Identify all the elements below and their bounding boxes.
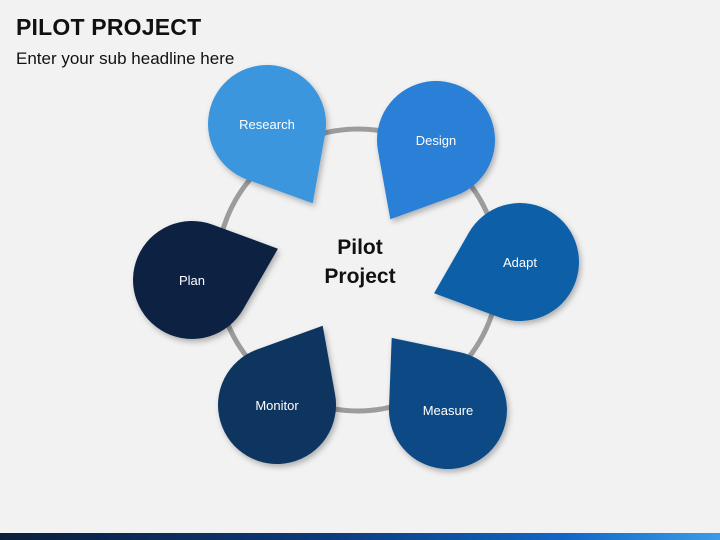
stage-petal-shape xyxy=(218,325,337,464)
stage-petal-shape xyxy=(208,65,327,204)
stage-measure: Measure xyxy=(388,337,507,470)
stage-label: Plan xyxy=(179,273,205,288)
stage-monitor: Monitor xyxy=(218,325,337,464)
stage-label: Research xyxy=(239,117,295,132)
stage-design: Design xyxy=(376,81,495,220)
slide-title: PILOT PROJECT xyxy=(16,14,202,40)
bottom-accent-bar xyxy=(0,533,720,540)
stage-adapt: Adapt xyxy=(434,203,579,322)
stage-petal-shape xyxy=(434,203,579,322)
stage-label: Design xyxy=(416,133,456,148)
stage-label: Measure xyxy=(423,403,474,418)
stage-petal-shape xyxy=(376,81,495,220)
stage-petal-shape xyxy=(388,337,507,470)
stage-label: Monitor xyxy=(255,398,299,413)
stage-research: Research xyxy=(208,65,327,204)
center-label-line1: Pilot xyxy=(337,236,383,259)
slide-subtitle: Enter your sub headline here xyxy=(16,49,235,68)
stage-plan: Plan xyxy=(133,220,278,339)
center-label-line2: Project xyxy=(324,265,395,288)
stage-petal-shape xyxy=(133,220,278,339)
stage-label: Adapt xyxy=(503,255,537,270)
